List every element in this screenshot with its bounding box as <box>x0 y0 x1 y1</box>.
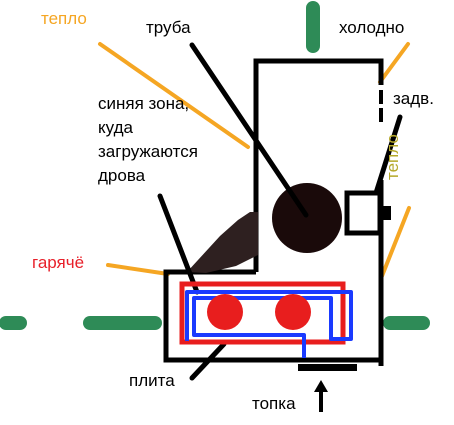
topka-arrow-head <box>314 380 328 392</box>
pointer-teplo-side <box>380 206 411 278</box>
firebox-outline <box>163 269 381 363</box>
label-holodno: холодно <box>339 18 405 37</box>
pointer-zadv <box>373 114 403 196</box>
label-truba: труба <box>146 18 191 37</box>
pointer-teplo-top <box>98 42 250 149</box>
label-teplo-side: тепло <box>383 134 402 180</box>
pointer-plita <box>189 341 227 381</box>
chimney-outline <box>253 58 384 272</box>
blue-channel <box>185 290 353 358</box>
red-channel <box>179 281 346 345</box>
label-zadv: задв. <box>393 89 434 108</box>
damper-handle[interactable] <box>380 206 391 220</box>
label-plita: плита <box>129 371 175 390</box>
deflector <box>187 212 258 273</box>
damper-box[interactable] <box>344 190 383 236</box>
pointer-truba <box>189 42 309 218</box>
label-teplo-top: тепло <box>41 9 87 28</box>
firebox-door[interactable] <box>298 364 357 371</box>
label-blue-zone: синяя зона, куда загружаются дрова <box>98 94 198 185</box>
burner-right <box>275 294 311 330</box>
label-garyache: гарячё <box>32 253 85 272</box>
pointer-garyache <box>106 263 170 276</box>
label-topka: топка <box>252 394 296 413</box>
pointer-blue-zone <box>157 193 200 295</box>
burner-left <box>207 294 243 330</box>
pipe-circle <box>272 183 342 253</box>
damper[interactable] <box>344 190 391 236</box>
pointer-holodno <box>378 42 410 84</box>
axis-lines <box>0 1 430 330</box>
